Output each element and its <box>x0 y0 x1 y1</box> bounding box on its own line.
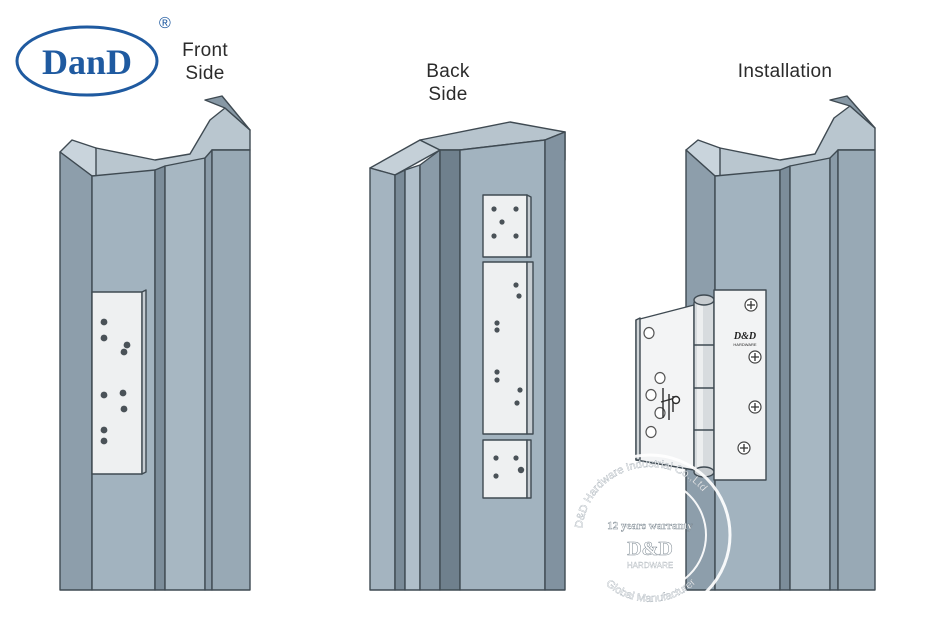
watermark-brand: D&D <box>627 538 673 560</box>
watermark-sub: HARDWARE <box>627 561 673 570</box>
caption-installation: Installation <box>710 60 860 83</box>
watermark-door-icon <box>636 486 664 510</box>
caption-back-side: Back Side <box>413 60 483 106</box>
caption-front-line1: Front <box>182 40 228 61</box>
door-frame-installation <box>635 95 876 591</box>
watermark-seal: D&D Hardware Industrial Co.,Ltd Global M… <box>568 453 732 617</box>
caption-back-line2: Side <box>428 84 468 105</box>
caption-back-line1: Back <box>426 61 470 82</box>
caption-front-side: Front Side <box>170 39 240 85</box>
reinforcement-plate-front <box>91 291 143 475</box>
hinge-leaf-sub: HARDWARE <box>733 342 757 347</box>
hinge-knuckle <box>693 294 715 478</box>
hinge-leaf-brand: D&D <box>733 331 756 342</box>
dand-logo: DanD ® <box>15 15 171 97</box>
watermark-warranty: 12 years warranty <box>607 520 693 532</box>
reinforcement-plate-back <box>482 194 534 499</box>
hinge-stamp-mark <box>660 388 681 420</box>
caption-front-line2: Side <box>185 63 225 84</box>
registered-mark: ® <box>159 15 171 32</box>
logo-text: DanD <box>42 42 132 82</box>
door-frame-front-side <box>59 95 251 591</box>
caption-installation-text: Installation <box>737 61 833 82</box>
door-frame-back-side <box>369 121 566 591</box>
